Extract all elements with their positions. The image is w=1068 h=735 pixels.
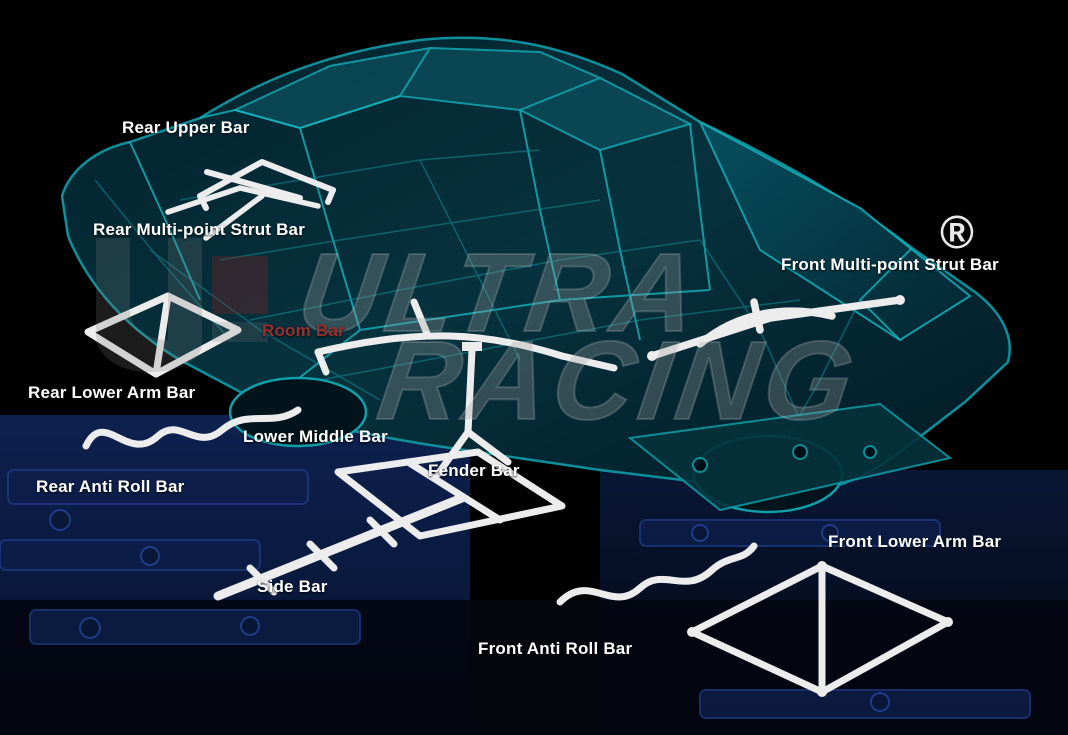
registered-trademark-symbol: ®: [940, 206, 974, 258]
rear-multi-point-strut-bar-graphic: [165, 185, 321, 241]
label-lower-middle-bar: Lower Middle Bar: [243, 427, 388, 446]
label-front-lower-arm-bar: Front Lower Arm Bar: [828, 532, 1002, 551]
ur-logo-watermark: [96, 238, 268, 372]
rear-anti-roll-bar-graphic: [82, 406, 302, 450]
front-anti-roll-bar-graphic: [556, 542, 758, 606]
label-room-bar: Room Bar: [262, 321, 345, 340]
label-fender-bar: Fender Bar: [428, 461, 520, 480]
car-body: [60, 36, 1011, 514]
front-multi-point-strut-bar-graphic: [647, 295, 905, 361]
label-rear-multi-point-strut-bar: Rear Multi-point Strut Bar: [93, 220, 306, 239]
label-front-multi-point-strut-bar: Front Multi-point Strut Bar: [781, 255, 999, 274]
floor-jig: [0, 415, 1068, 735]
lower-middle-bar-graphic: [334, 448, 566, 540]
label-front-anti-roll-bar: Front Anti Roll Bar: [478, 639, 633, 658]
side-bar-graphic: [213, 493, 467, 601]
rear-lower-arm-bar-graphic: [84, 292, 242, 378]
room-bar-graphic: [314, 298, 618, 376]
label-rear-lower-arm-bar: Rear Lower Arm Bar: [28, 383, 196, 402]
front-lower-arm-bar-graphic: [687, 561, 953, 697]
label-rear-upper-bar: Rear Upper Bar: [122, 118, 250, 137]
fender-bar-graphic: [434, 342, 512, 478]
label-side-bar: Side Bar: [257, 577, 328, 596]
label-rear-anti-roll-bar: Rear Anti Roll Bar: [36, 477, 185, 496]
